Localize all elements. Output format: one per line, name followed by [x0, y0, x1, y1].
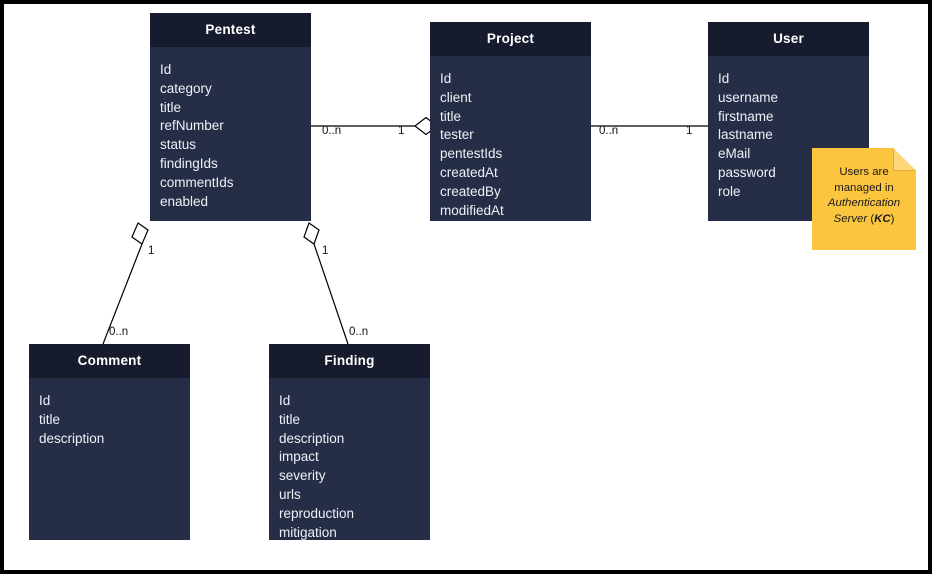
multiplicity-pentest-project-right: 1	[398, 125, 405, 137]
class-attribute: title	[160, 99, 182, 115]
multiplicity-pentest-finding-bottom: 0..n	[349, 326, 369, 338]
class-attribute: client	[440, 89, 472, 105]
class-attribute: role	[718, 183, 741, 199]
class-attribute: status	[160, 137, 197, 153]
class-title-project: Project	[430, 22, 591, 56]
class-attribute: commentIds	[160, 174, 234, 190]
sticky-note[interactable]: Users are managed in Authentication Serv…	[812, 148, 916, 250]
class-attributes-user: Id username firstname lastname eMail pas…	[708, 56, 869, 202]
note-line-1: Users are	[839, 166, 889, 178]
sticky-note-text: Users are managed in Authentication Serv…	[812, 148, 916, 250]
class-attribute: firstname	[718, 108, 774, 124]
class-attribute: pentestIds	[440, 146, 503, 162]
class-attribute: Id	[718, 71, 730, 86]
multiplicity-pentest-project-left: 0..n	[322, 125, 342, 137]
multiplicity-project-user-right: 1	[686, 125, 693, 137]
class-attribute: lastname	[718, 127, 773, 143]
class-attribute: tester	[440, 127, 474, 143]
multiplicity-pentest-comment-bottom: 0..n	[109, 326, 129, 338]
aggregation-diamond-pentest-finding	[303, 222, 320, 245]
aggregation-diamond-pentest-comment	[131, 222, 149, 245]
class-box-comment[interactable]: Comment Id title description	[29, 344, 190, 540]
class-attribute: enabled	[160, 193, 209, 209]
class-attribute: mitigation	[279, 524, 337, 540]
class-title-pentest: Pentest	[150, 13, 311, 47]
diagram-canvas: 0..n 1 0..n 1 1 0..n 1 0..n Pentest Id c…	[4, 4, 928, 570]
class-title-user: User	[708, 22, 869, 56]
class-attribute: reproduction	[279, 505, 355, 521]
note-line-4: Server (KC)	[834, 212, 895, 228]
class-attribute: Id	[440, 71, 452, 86]
class-attribute: refNumber	[160, 118, 224, 134]
note-line-4-italic: Server	[833, 212, 868, 225]
class-attribute: password	[718, 164, 776, 180]
class-attribute: createdBy	[440, 183, 501, 199]
class-attribute: title	[39, 411, 61, 427]
multiplicity-pentest-finding-top: 1	[322, 245, 329, 257]
class-attribute: Id	[39, 393, 51, 408]
class-attributes-finding: Id title description impact severity url…	[269, 378, 430, 540]
class-attribute: description	[279, 430, 345, 446]
note-paren-close: )	[890, 212, 895, 225]
class-title-comment: Comment	[29, 344, 190, 378]
class-attribute: createdAt	[440, 164, 498, 180]
note-line-3: Authentication	[827, 197, 901, 209]
note-kc-abbrev: KC	[874, 212, 891, 225]
class-attribute: severity	[279, 468, 326, 484]
class-attribute: Id	[279, 393, 291, 408]
class-attributes-comment: Id title description	[29, 378, 190, 448]
class-attribute: urls	[279, 486, 301, 502]
class-attribute: description	[39, 430, 105, 446]
class-box-finding[interactable]: Finding Id title description impact seve…	[269, 344, 430, 540]
note-paren-open: (	[867, 212, 875, 225]
class-attributes-project: Id client title tester pentestIds create…	[430, 56, 591, 220]
note-line-2: managed in	[834, 181, 894, 194]
class-attribute: modifiedAt	[440, 202, 504, 218]
class-title-finding: Finding	[269, 344, 430, 378]
multiplicity-pentest-comment-top: 1	[148, 245, 155, 257]
class-attributes-pentest: Id category title refNumber status findi…	[150, 47, 311, 211]
connector-pentest-finding	[313, 243, 349, 345]
class-attribute: Id	[160, 62, 172, 77]
class-attribute: category	[160, 80, 212, 96]
class-box-project[interactable]: Project Id client title tester pentestId…	[430, 22, 591, 221]
multiplicity-project-user-left: 0..n	[599, 125, 619, 137]
class-attribute: eMail	[718, 146, 751, 162]
class-attribute: findingIds	[160, 155, 218, 171]
class-attribute: impact	[279, 449, 319, 465]
class-attribute: title	[440, 108, 462, 124]
class-box-pentest[interactable]: Pentest Id category title refNumber stat…	[150, 13, 311, 221]
class-attribute: username	[718, 89, 779, 105]
class-attribute: title	[279, 411, 301, 427]
